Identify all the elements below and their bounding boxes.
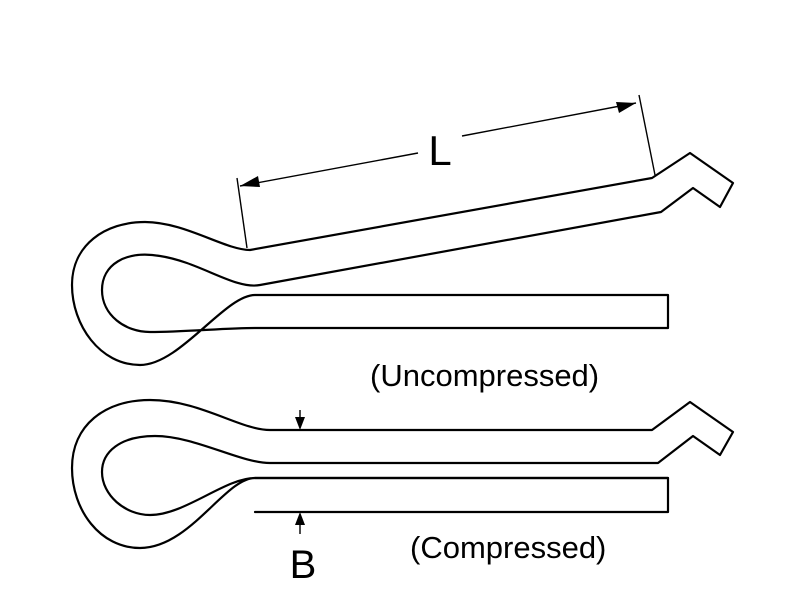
uncompressed-pin-outer-edge (70, 151, 735, 367)
length-dimension-line-left (239, 152, 419, 187)
compressed-cotter-pin (70, 398, 735, 550)
compressed-pin-outer-edge (70, 398, 735, 550)
compressed-pin-lower-prong (253, 476, 670, 514)
length-label: L (428, 127, 451, 174)
length-dimension: L (236, 94, 656, 249)
length-arrow-left (240, 176, 260, 187)
uncompressed-caption: (Uncompressed) (370, 358, 599, 393)
thickness-label: B (290, 543, 317, 587)
length-dimension-line-right (461, 102, 637, 137)
thickness-arrow-bottom (295, 512, 305, 525)
length-extension-line-right (638, 94, 656, 176)
length-arrow-right (616, 102, 636, 113)
uncompressed-cotter-pin (70, 151, 735, 367)
thickness-dimension: B (290, 410, 317, 587)
thickness-arrow-top (295, 417, 305, 430)
length-extension-line-left (236, 177, 248, 249)
compressed-caption: (Compressed) (410, 530, 606, 565)
